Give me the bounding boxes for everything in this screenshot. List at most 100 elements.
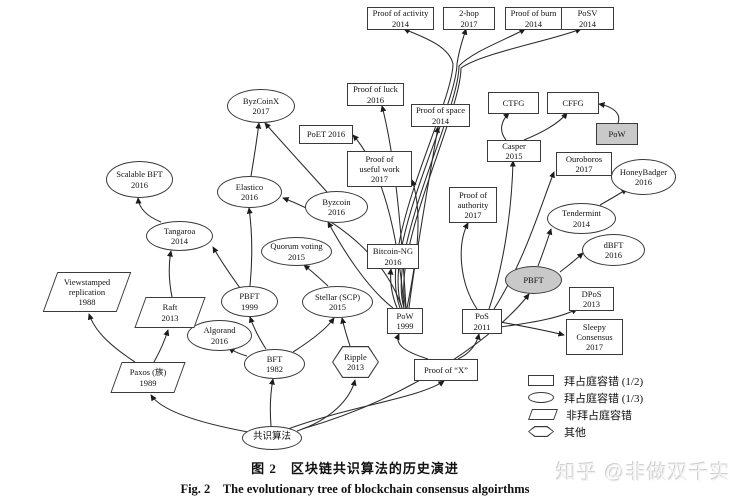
edge-root-to-ripple — [296, 379, 357, 432]
node-label-line: 2016 — [240, 192, 258, 202]
node-label-line: 2014 — [573, 218, 590, 229]
node-label-line: ByzCoinX — [242, 95, 280, 106]
node-label-line: 2014 — [525, 18, 542, 29]
node-label-line: Stellar (SCP) — [314, 291, 361, 302]
edge-bft_1982-to-stellar — [292, 317, 335, 353]
node-label-line: 2-hop — [459, 8, 479, 19]
edge-pow_hl-to-cffg — [598, 102, 620, 124]
node-label-line: authority — [457, 199, 489, 210]
edge-pbft_1999-to-elastico — [246, 207, 253, 287]
node-label-line: 2014 — [171, 236, 188, 246]
edge-root-to-paxos — [150, 394, 249, 433]
node-label-line: Quorum voting — [270, 241, 323, 252]
node-cffg: CFFG — [547, 92, 599, 114]
node-label-line: BFT — [266, 353, 283, 364]
node-label-line: DPoS — [581, 288, 602, 299]
node-label-line: CTFG — [502, 97, 525, 108]
node-label-line: 2013 — [346, 362, 364, 372]
node-label: 共识算法 — [253, 432, 291, 443]
edge-paxos-to-viewstamped — [87, 313, 136, 363]
edge-pow_1999-to-posv — [403, 28, 582, 309]
node-label-line: 2015 — [288, 251, 305, 262]
caption-zh: 图 2 区块链共识算法的历史演进 — [251, 461, 459, 476]
node-label-line: PoW — [396, 310, 414, 321]
node-root: 共识算法 — [242, 426, 302, 450]
edge-casper-to-ctfg — [501, 112, 510, 141]
edge-pos_2011-to-proof_authority — [460, 222, 478, 310]
node-label-line: Byzcoin — [322, 196, 351, 207]
node-label-line: 2015 — [328, 302, 346, 312]
node-label: PoET 2016 — [307, 129, 345, 139]
legend-rect-icon — [528, 375, 554, 386]
edge-pbft_hl-to-tendermint — [537, 228, 553, 267]
edge-root-to-bft_1982 — [269, 378, 275, 427]
node-label-line: 2014 — [392, 18, 409, 29]
edge-paxos-to-raft — [153, 329, 170, 363]
node-label-line: Scalable BFT — [116, 169, 163, 180]
node-label-line: 2013 — [161, 312, 179, 323]
node-paxos: Paxos (族)1989 — [110, 362, 186, 393]
node-label-line: Proof of “X” — [424, 364, 468, 375]
legend: 拜占庭容错 (1/2) 拜占庭容错 (1/3) 非拜占庭容错 其他 — [527, 372, 643, 440]
edge-raft-to-tangaroa — [167, 250, 173, 298]
node-label-line: Proof of space — [415, 105, 466, 116]
node-ctfg: CTFG — [488, 92, 539, 114]
edge-tangaroa-to-scalable_bft — [135, 197, 162, 223]
node-label: CFFG — [562, 98, 583, 108]
node-pow-hl: PoW — [596, 123, 638, 145]
node-poet: PoET 2016 — [299, 125, 353, 144]
node-proof-x: Proof of “X” — [414, 359, 478, 381]
legend-parallelogram-icon — [527, 409, 559, 420]
node-label-line: 2015 — [505, 151, 523, 161]
edge-pow_1999-to-proof_luck — [380, 105, 407, 309]
node-label-line: PoS — [475, 311, 489, 322]
node-label-line: Proof of — [458, 189, 488, 200]
node-label-line: Proof of luck — [353, 84, 398, 95]
node-label-line: Elastico — [235, 181, 264, 192]
node-label: CTFG — [503, 98, 525, 108]
node-label-line: Raft — [162, 302, 178, 313]
node-label-line: 1989 — [139, 377, 157, 388]
node-label-line: Proof of — [365, 153, 394, 164]
edge-pow_1999-to-proof_space — [408, 126, 441, 309]
edge-pos_2011-to-sleepy — [499, 321, 565, 337]
node-label: Proof of “X” — [424, 365, 468, 375]
node-label-line: 1999 — [396, 321, 414, 331]
node-label-line: Proof of activity — [372, 8, 429, 19]
node-label-line: 2016 — [130, 179, 148, 190]
node-label-line: HoneyBadger — [619, 166, 668, 177]
node-label-line: 2016 — [384, 256, 402, 267]
edge-ripple-to-stellar — [340, 317, 351, 347]
legend-item-bft-third: 拜占庭容错 (1/3) — [528, 389, 643, 406]
node-label-line: 2017 — [252, 106, 270, 116]
legend-item-non-bft: 非拜占庭容错 — [527, 406, 643, 423]
node-label-line: 2014 — [431, 115, 449, 126]
